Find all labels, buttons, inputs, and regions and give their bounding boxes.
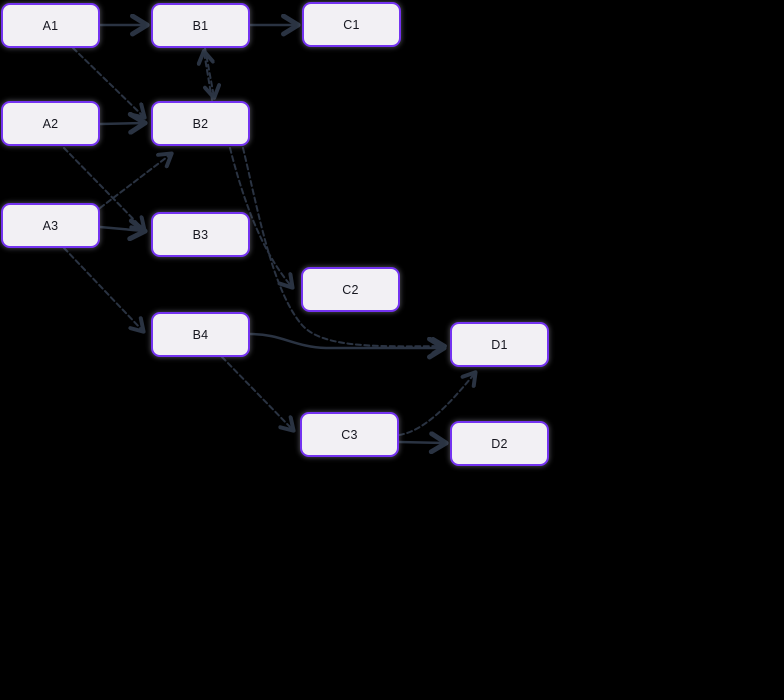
node-label-A2: A2 [42,116,59,131]
node-label-D2: D2 [491,436,508,451]
edge-B2-C2[interactable] [229,147,292,287]
node-label-B3: B3 [192,227,209,242]
node-label-C3: C3 [341,427,358,442]
node-label-D1: D1 [491,337,508,352]
edge-C3-D1[interactable] [398,373,475,436]
node-D1[interactable]: D1 [450,322,549,367]
edge-B2-B1[interactable] [204,52,212,101]
edge-C3-D2[interactable] [397,442,445,443]
node-A3[interactable]: A3 [1,203,100,248]
node-label-A1: A1 [42,18,59,33]
node-label-B1: B1 [192,18,209,33]
node-B2[interactable]: B2 [151,101,250,146]
edge-B4-C3[interactable] [221,356,293,430]
edge-A2-B3[interactable] [63,147,144,230]
node-D2[interactable]: D2 [450,421,549,466]
node-label-C2: C2 [342,282,359,297]
node-C1[interactable]: C1 [302,2,401,47]
edge-B2-D1[interactable] [242,147,444,346]
node-C2[interactable]: C2 [301,267,400,312]
node-B4[interactable]: B4 [151,312,250,357]
edge-A3-B3[interactable] [98,227,144,231]
edge-B4-D1[interactable] [248,332,443,348]
node-label-B2: B2 [192,116,209,131]
node-A1[interactable]: A1 [1,3,100,48]
edge-A3-B4[interactable] [63,247,143,331]
node-label-B4: B4 [192,327,209,342]
edge-A2-B2[interactable] [98,123,144,124]
node-label-C1: C1 [343,17,360,32]
node-B3[interactable]: B3 [151,212,250,257]
node-A2[interactable]: A2 [1,101,100,146]
node-label-A3: A3 [42,218,59,233]
node-C3[interactable]: C3 [300,412,399,457]
node-B1[interactable]: B1 [151,3,250,48]
edge-A3-B2[interactable] [99,154,171,209]
edge-A1-B2[interactable] [72,47,144,117]
